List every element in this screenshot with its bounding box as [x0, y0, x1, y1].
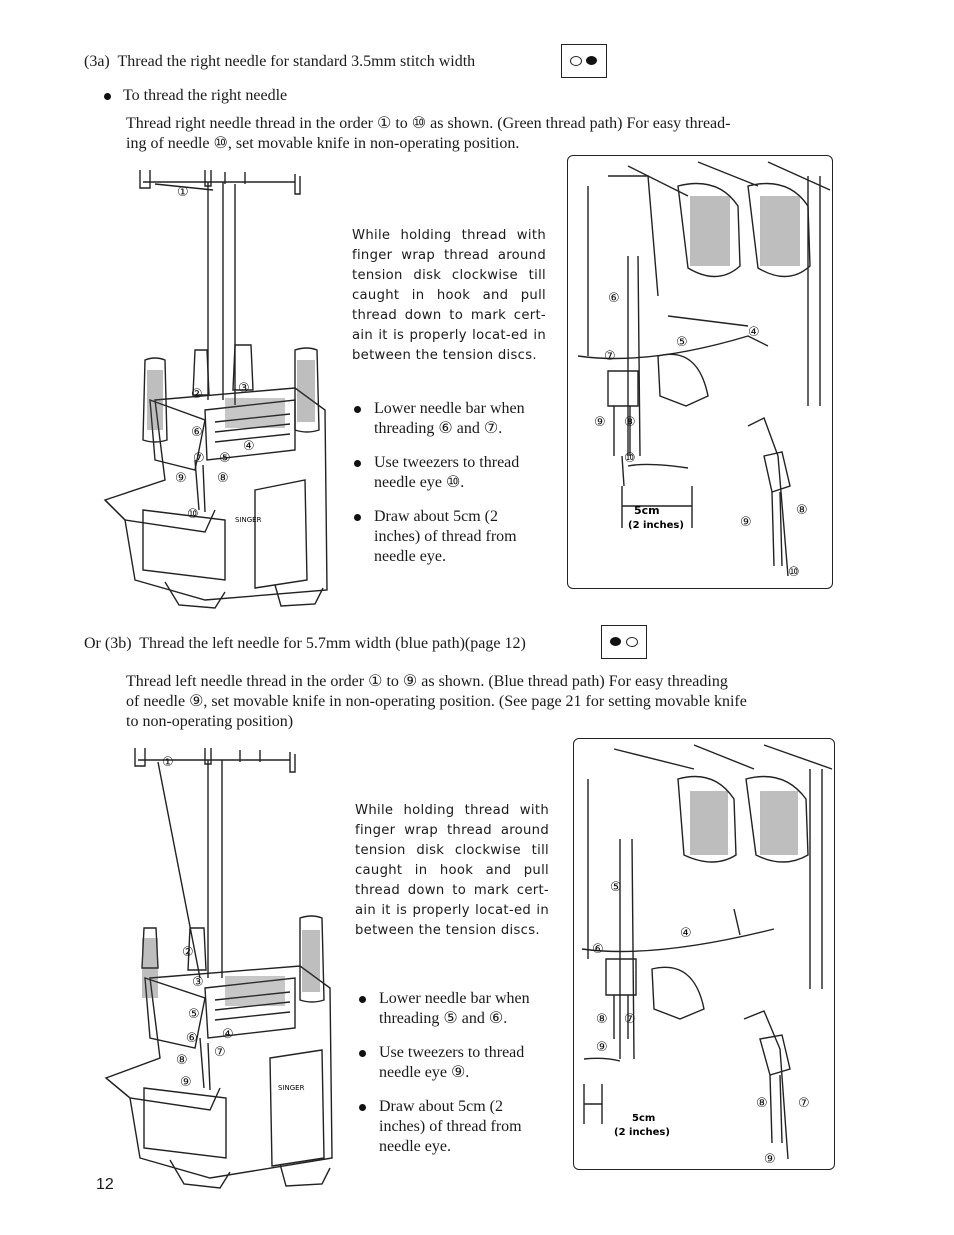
fig-a-label-3: ③: [238, 381, 250, 396]
fig-a-label-5: ⑤: [219, 451, 231, 466]
fig-b-label-6: ⑥: [186, 1031, 198, 1046]
section-a-detail-panel: 5cm (2 inches) ⑥ ⑦ ⑤ ④ ⑨ ⑧ ⑩ ⑨ ⑧ ⑩: [567, 155, 833, 589]
machine-brand-label: SINGER: [235, 516, 262, 524]
detail-b-label-7: ⑦: [624, 1012, 636, 1027]
section-b-holding-text: While holding thread with finger wrap th…: [355, 803, 549, 938]
section-b-intro-line3: to non-operating position): [126, 713, 294, 730]
section-a-holding-text: While holding thread with finger wrap th…: [352, 228, 546, 363]
detail-a-label-8: ⑧: [624, 415, 636, 430]
section-a-tip: Use tweezers to thread needle eye ⑩.: [352, 453, 542, 493]
detail-b-measure-inches: (2 inches): [614, 1127, 670, 1138]
section-b-tip: Draw about 5cm (2 inches) of thread from…: [357, 1097, 547, 1157]
left-needle-icon: [601, 625, 647, 659]
section-b-intro-line1: Thread left needle thread in the order ①…: [126, 673, 728, 690]
section-b-intro-line2: of needle ⑨, set movable knife in non-op…: [126, 693, 747, 710]
detail-b-label-6: ⑥: [592, 942, 604, 957]
section-b-detail-drawing: 5cm (2 inches) ⑤ ⑥ ④ ⑧ ⑦ ⑨ ⑧ ⑦ ⑨: [581, 744, 833, 1167]
section-b-tip: Use tweezers to thread needle eye ⑨.: [357, 1043, 547, 1083]
section-a-intro-line1: Thread right needle thread in the order …: [126, 115, 731, 132]
fig-a-label-2: ②: [191, 387, 203, 402]
detail-b-label-8: ⑧: [596, 1012, 608, 1027]
detail-b-label-9: ⑨: [596, 1040, 608, 1055]
detail-a-measure-inches: (2 inches): [628, 520, 684, 531]
section-a-tips: Lower needle bar when threading ⑥ and ⑦.…: [352, 399, 542, 581]
section-b-machine-illustration: SINGER ① ② ③ ④ ⑤ ⑥ ⑦ ⑧ ⑨: [104, 748, 333, 1189]
fig-a-label-1: ①: [177, 185, 189, 200]
fig-a-label-7: ⑦: [193, 451, 205, 466]
section-a-bullet-text: To thread the right needle: [123, 87, 288, 104]
detail-a-label-7: ⑦: [604, 349, 616, 364]
detail-a-label-6: ⑥: [608, 291, 620, 306]
fig-b-label-1: ①: [162, 755, 174, 770]
machine-brand-label: SINGER: [278, 1084, 305, 1092]
fig-a-label-10: ⑩: [187, 507, 199, 522]
detail-a-label-4: ④: [748, 325, 760, 340]
page-number: 12: [96, 1176, 114, 1193]
section-a-detail-drawing: 5cm (2 inches) ⑥ ⑦ ⑤ ④ ⑨ ⑧ ⑩ ⑨ ⑧ ⑩: [577, 161, 831, 580]
fig-b-label-9: ⑨: [180, 1075, 192, 1090]
fig-b-label-4: ④: [222, 1027, 234, 1042]
fig-a-label-6: ⑥: [191, 425, 203, 440]
detail-b-label-8b: ⑧: [756, 1096, 768, 1111]
right-needle-icon: [561, 44, 607, 78]
fig-a-label-8: ⑧: [217, 471, 229, 486]
bullet-icon: [104, 92, 111, 100]
section-a-tip: Lower needle bar when threading ⑥ and ⑦.: [352, 399, 542, 439]
detail-b-label-5: ⑤: [610, 880, 622, 895]
fig-b-label-5: ⑤: [188, 1007, 200, 1022]
fig-b-label-2: ②: [182, 945, 194, 960]
detail-a-measure: 5cm: [634, 504, 660, 517]
section-b-tip: Lower needle bar when threading ⑤ and ⑥.: [357, 989, 547, 1029]
section-a-tip: Draw about 5cm (2 inches) of thread from…: [352, 507, 542, 567]
section-a-heading: (3a) Thread the right needle for standar…: [84, 53, 476, 70]
section-a-machine-illustration: SINGER ① ② ③ ④ ⑤ ⑥ ⑦ ⑧ ⑨ ⑩: [103, 170, 328, 609]
section-b-detail-panel: 5cm (2 inches) ⑤ ⑥ ④ ⑧ ⑦ ⑨ ⑧ ⑦ ⑨: [573, 738, 835, 1170]
detail-b-label-7b: ⑦: [798, 1096, 810, 1111]
detail-a-label-9b: ⑨: [740, 515, 752, 530]
section-a-bullet: To thread the right needle: [104, 86, 287, 106]
fig-a-label-4: ④: [243, 439, 255, 454]
section-b-tips: Lower needle bar when threading ⑤ and ⑥.…: [357, 989, 547, 1171]
empty-needle-dot-icon: [626, 637, 638, 647]
empty-needle-dot-icon: [570, 56, 582, 66]
fig-a-label-9: ⑨: [175, 471, 187, 486]
fig-b-label-7: ⑦: [214, 1045, 226, 1060]
fig-b-label-3: ③: [192, 975, 204, 990]
detail-b-label-4: ④: [680, 926, 692, 941]
filled-needle-dot-icon: [586, 56, 597, 65]
fig-b-label-8: ⑧: [176, 1053, 188, 1068]
section-b-heading: Or (3b) Thread the left needle for 5.7mm…: [84, 635, 526, 652]
section-a-intro-line2: ing of needle ⑩, set movable knife in no…: [126, 135, 520, 152]
detail-a-label-9: ⑨: [594, 415, 606, 430]
detail-a-label-10: ⑩: [624, 451, 636, 466]
detail-a-label-8b: ⑧: [796, 503, 808, 518]
detail-a-label-10b: ⑩: [788, 565, 800, 580]
detail-b-label-9b: ⑨: [764, 1152, 776, 1167]
detail-b-measure: 5cm: [632, 1113, 655, 1124]
detail-a-label-5: ⑤: [676, 335, 688, 350]
filled-needle-dot-icon: [610, 637, 621, 646]
